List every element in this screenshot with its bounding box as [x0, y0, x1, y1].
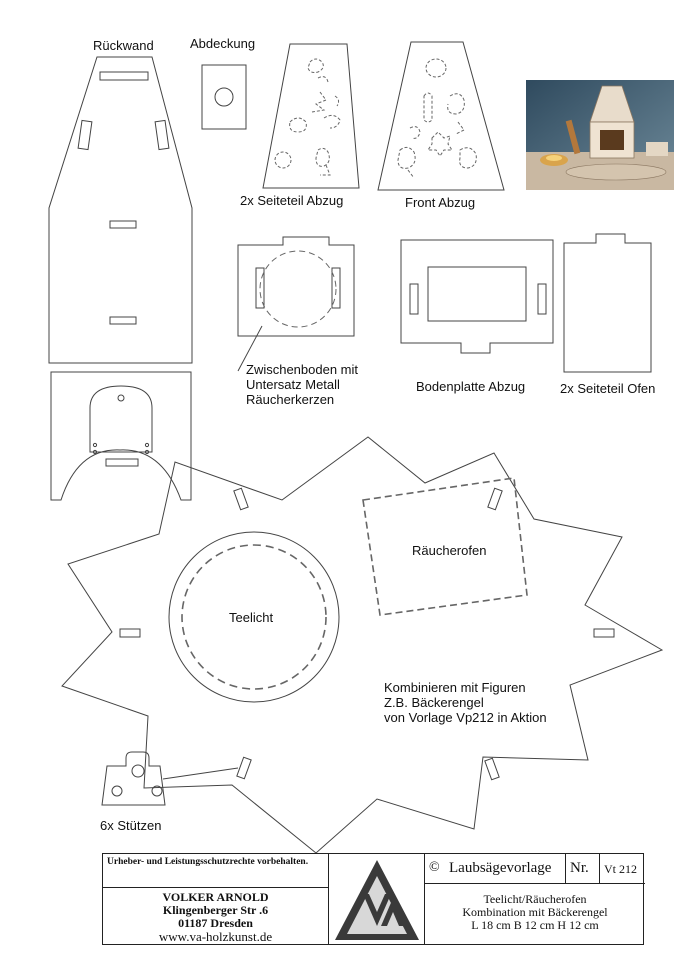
label-kombinieren-line1: Kombinieren mit Figuren — [384, 680, 526, 695]
part-abdeckung — [201, 64, 247, 130]
product-photo — [526, 80, 674, 190]
label-zwischenboden: Zwischenboden mit Untersatz Metall Räuch… — [246, 362, 386, 407]
label-zwischenboden-line2: Untersatz Metall — [246, 377, 340, 392]
label-kombinieren: Kombinieren mit Figuren Z.B. Bäckerengel… — [384, 680, 584, 725]
label-stuetzen: 6x Stützen — [100, 818, 162, 833]
label-seiteteil-ofen: 2x Seiteteil Ofen — [560, 381, 656, 396]
rights-notice: Urheber- und Leistungsschutzrechte vorbe… — [107, 857, 309, 867]
label-seiteteil-abzug: 2x Seiteteil Abzug — [240, 193, 344, 208]
label-front-abzug: Front Abzug — [405, 195, 476, 210]
part-front-abzug — [377, 41, 505, 191]
part-rueckwand — [48, 56, 193, 364]
part-seiteteil-ofen — [563, 233, 652, 373]
title-block: Urheber- und Leistungsschutzrechte vorbe… — [102, 853, 645, 945]
template-description: Teelicht/Räucherofen Kombination mit Bäc… — [425, 893, 645, 932]
template-label: Laubsägevorlage — [449, 860, 552, 876]
author-name: VOLKER ARNOLD — [162, 890, 269, 904]
part-bodenplatte-abzug — [400, 239, 554, 354]
label-raeucherofen: Räucherofen — [412, 543, 487, 558]
divider — [599, 854, 600, 884]
copyright-symbol: © — [429, 860, 440, 875]
divider — [103, 887, 328, 888]
label-abdeckung: Abdeckung — [190, 36, 256, 51]
number-label: Nr. — [570, 860, 589, 876]
title-block-info: © Laubsägevorlage Nr. Vt 212 Teelicht/Rä… — [425, 854, 645, 944]
author-street: Klingenberger Str .6 — [162, 903, 269, 917]
va-logo — [329, 854, 425, 944]
author-address: VOLKER ARNOLD Klingenberger Str .6 01187… — [103, 891, 328, 944]
label-rueckwand: Rückwand — [93, 38, 154, 53]
label-kombinieren-line3: von Vorlage Vp212 in Aktion — [384, 710, 547, 725]
part-star-base — [61, 436, 664, 854]
title-block-header-row: © Laubsägevorlage Nr. Vt 212 — [425, 854, 645, 884]
dimensions: L 18 cm B 12 cm H 12 cm — [471, 918, 599, 932]
part-zwischenboden — [237, 236, 355, 372]
divider — [565, 854, 566, 884]
title-block-author: Urheber- und Leistungsschutzrechte vorbe… — [103, 854, 329, 944]
author-website: www.va-holzkunst.de — [158, 929, 273, 944]
part-stuetze — [101, 751, 239, 806]
label-bodenplatte-abzug: Bodenplatte Abzug — [416, 379, 526, 394]
label-kombinieren-line2: Z.B. Bäckerengel — [384, 695, 484, 710]
part-seiteteil-abzug — [262, 43, 360, 189]
label-teelicht: Teelicht — [229, 610, 274, 625]
number-value: Vt 212 — [604, 862, 637, 876]
title-line1: Teelicht/Räucherofen — [483, 892, 587, 906]
label-zwischenboden-line3: Räucherkerzen — [246, 392, 335, 407]
label-zwischenboden-line1: Zwischenboden mit — [246, 362, 358, 377]
title-line2: Kombination mit Bäckerengel — [462, 905, 608, 919]
author-city: 01187 Dresden — [178, 916, 253, 930]
part-ofen-front — [50, 371, 192, 501]
